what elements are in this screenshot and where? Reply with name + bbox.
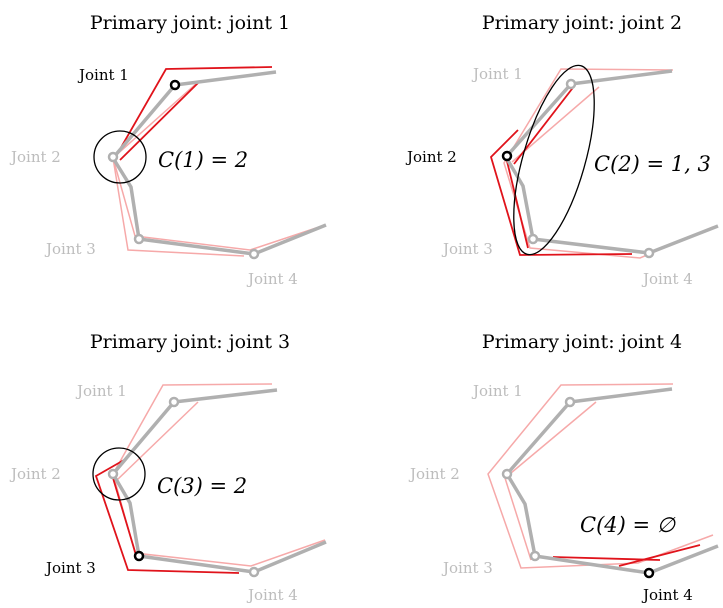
joint-node-1 (169, 79, 181, 91)
panel-title: Primary joint: joint 3 (90, 331, 290, 353)
joint-node-2 (501, 150, 513, 162)
panel-title: Primary joint: joint 1 (90, 12, 290, 34)
active-pose-segment (119, 82, 199, 161)
constraint-circle (92, 447, 146, 501)
joint-label-1: Joint 1 (75, 382, 127, 400)
active-pose-segment (505, 156, 529, 249)
joint-node-4 (643, 247, 655, 259)
joint-label-2: Joint 2 (9, 148, 61, 166)
joint-node-4 (643, 567, 655, 579)
joint-label-3: Joint 3 (44, 240, 96, 258)
joint-node-4 (248, 248, 260, 260)
faded-pose (487, 383, 714, 569)
joint-node-4 (248, 566, 260, 578)
active-pose (489, 129, 633, 256)
active-pose (114, 66, 273, 159)
faded-pose-segment-2 (504, 477, 532, 561)
constraint-label: C(2) = 1, 3 (594, 152, 711, 176)
active-pose (94, 459, 240, 574)
joint-label-2: Joint 2 (408, 465, 460, 483)
joint-label-3: Joint 3 (441, 240, 493, 258)
faded-pose-segment (504, 401, 597, 479)
joint-label-4: Joint 4 (246, 586, 298, 604)
panel-2: Primary joint: joint 2 Joint 1 Joint 2 J… (405, 12, 719, 288)
joint-node-2 (107, 151, 119, 163)
faded-pose-segment (116, 401, 199, 481)
joint-node-2 (501, 468, 513, 480)
joint-label-1: Joint 1 (471, 65, 523, 83)
constraint-label: C(1) = 2 (158, 148, 248, 172)
faded-pose-alt (112, 157, 245, 257)
joint-label-2: Joint 2 (9, 465, 61, 483)
joint-node-1 (168, 396, 180, 408)
constraint-label: C(3) = 2 (157, 474, 247, 498)
joint-node-1 (564, 396, 576, 408)
joint-label-1: Joint 1 (77, 66, 129, 84)
joint-node-2 (107, 468, 119, 480)
joint-label-2: Joint 2 (405, 148, 457, 166)
joint-label-1: Joint 1 (471, 382, 523, 400)
joint-label-3: Joint 3 (44, 559, 96, 577)
panel-1: Primary joint: joint 1 Joint 1 Joint 2 J… (9, 12, 327, 288)
joint-node-3 (529, 550, 541, 562)
joint-node-3 (133, 550, 145, 562)
panel-4: Primary joint: joint 4 Joint 1 Joint 2 J… (408, 331, 719, 604)
panel-title: Primary joint: joint 4 (482, 331, 682, 353)
joint-label-3: Joint 3 (441, 559, 493, 577)
joint-label-4: Joint 4 (641, 586, 693, 604)
faded-pose-segment (511, 86, 600, 163)
joint-label-4: Joint 4 (641, 270, 693, 288)
active-pose-segment (618, 544, 701, 567)
joint-label-4: Joint 4 (246, 270, 298, 288)
panel-3: Primary joint: joint 3 Joint 1 Joint 2 J… (9, 331, 327, 604)
joint-node-1 (565, 78, 577, 90)
joint-node-3 (527, 233, 539, 245)
constraint-ellipse (513, 64, 595, 256)
panel-title: Primary joint: joint 2 (482, 12, 682, 34)
constraint-circle (93, 130, 147, 184)
active-pose-segment (112, 477, 137, 556)
joint-node-3 (133, 233, 145, 245)
constraint-label: C(4) = ∅ (580, 513, 677, 537)
